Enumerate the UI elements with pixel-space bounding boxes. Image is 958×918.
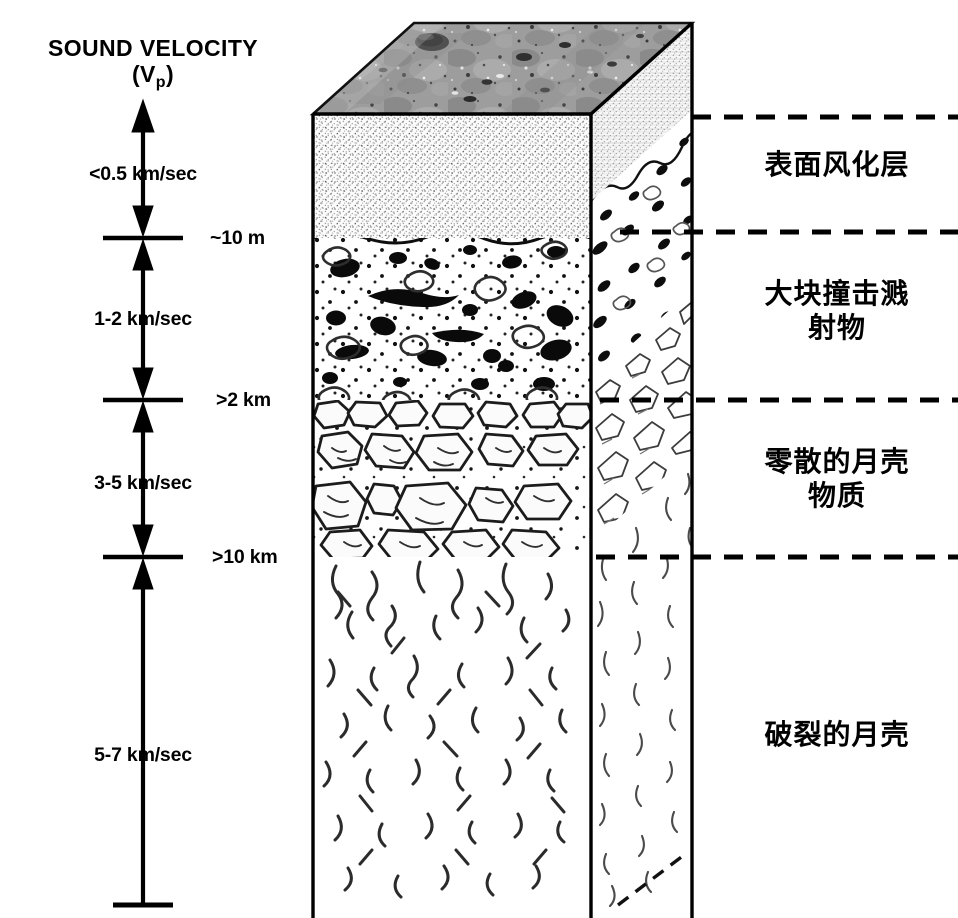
layer-regolith-side <box>591 23 692 201</box>
layer-label-fractured: 破裂的月壳 <box>716 718 958 752</box>
velocity-label-4: 5-7 km/sec <box>94 744 192 766</box>
depth-label-1: ~10 m <box>210 227 265 249</box>
block-outline <box>311 21 694 918</box>
scale-title-line1: SOUND VELOCITY <box>47 35 259 61</box>
scale-title-line2: (Vp) <box>8 60 298 92</box>
layer-ejecta-front <box>313 238 591 400</box>
layer-label-ejecta-line2: 射物 <box>807 311 866 345</box>
layer-label-crustal-line1: 零散的月壳 <box>764 445 910 478</box>
depth-label-2: >2 km <box>216 389 271 411</box>
layer-crustal-blocks-side <box>591 290 692 543</box>
layer-fractured-crust-front <box>313 557 591 918</box>
scale-title: SOUND VELOCITY (Vp) <box>8 35 298 92</box>
vp-close: ) <box>165 60 175 87</box>
layer-regolith-front <box>313 114 591 238</box>
velocity-label-2: 1-2 km/sec <box>94 308 192 330</box>
corner-dashed-marker <box>616 850 690 907</box>
layer-crustal-blocks-front <box>313 400 591 557</box>
layer-label-fractured-line1: 破裂的月壳 <box>764 718 910 751</box>
velocity-label-3: 3-5 km/sec <box>94 472 192 494</box>
vp-open: (V <box>131 60 156 87</box>
boundary-leader-lines <box>596 114 958 560</box>
depth-label-3: >10 km <box>212 546 278 568</box>
layer-label-crustal-line2: 物质 <box>807 479 866 513</box>
layer-label-ejecta: 大块撞击溅 射物 <box>716 277 958 345</box>
layer-label-regolith-line1: 表面风化层 <box>764 148 910 181</box>
layer-label-crustal: 零散的月壳 物质 <box>716 445 958 513</box>
vp-subscript: p <box>155 73 166 91</box>
block-side-face <box>591 23 692 918</box>
layer-label-ejecta-line1: 大块撞击溅 <box>764 277 910 310</box>
velocity-label-1: <0.5 km/sec <box>89 163 197 185</box>
layer-fractured-crust-side <box>591 452 692 918</box>
layer-label-regolith: 表面风化层 <box>716 148 958 182</box>
velocity-axis <box>103 98 183 908</box>
